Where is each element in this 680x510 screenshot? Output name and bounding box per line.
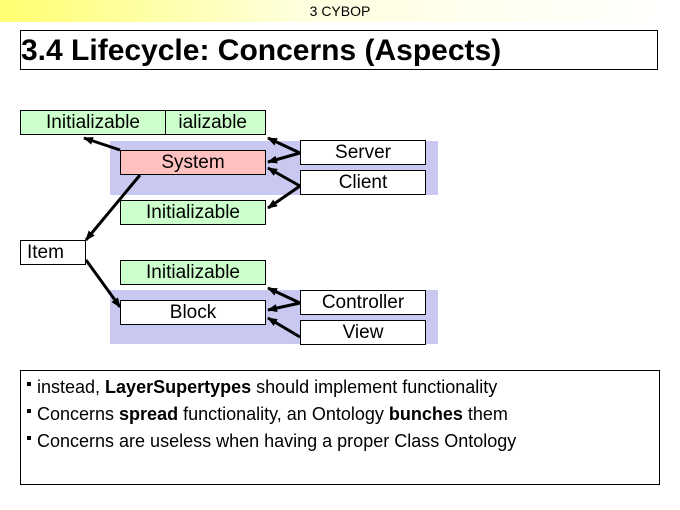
bullet-list: instead, LayerSupertypes should implemen… [20,370,660,485]
arrow-client-to-system-initializable [267,184,301,210]
system-initializable-box: Initializable [120,200,266,225]
arrow-item-to-block [84,259,122,308]
bullet-marker [27,382,31,387]
arrow-server-to-initializable [267,136,301,155]
client-box: Client [300,170,426,195]
arrow-client-to-system [267,166,301,188]
view-box: View [300,320,426,345]
bullet-item: Concerns are useless when having a prope… [21,428,659,455]
arrow-controller-to-block-initializable [267,286,301,305]
controller-box: Controller [300,290,426,315]
arrow-server-to-system [267,151,301,164]
bullet-item: instead, LayerSupertypes should implemen… [21,374,659,401]
block-box: Block [120,300,266,325]
bullet-item: Concerns spread functionality, an Ontolo… [21,401,659,428]
slide-title: 3.4 Lifecycle: Concerns (Aspects) [20,30,658,70]
bullet-marker [27,409,31,414]
arrow-system-to-item [84,174,142,241]
arrow-controller-to-block [267,301,301,312]
system-box: System [120,150,266,175]
arrow-system-to-initializable [83,136,121,152]
slide-header: 3 CYBOP [0,0,680,22]
item-box: Item [20,240,86,265]
initializable-box-front: Initializable [20,110,166,135]
bullet-marker [27,436,31,441]
server-box: Server [300,140,426,165]
block-initializable-box: Initializable [120,260,266,285]
arrow-view-to-block [267,316,301,339]
